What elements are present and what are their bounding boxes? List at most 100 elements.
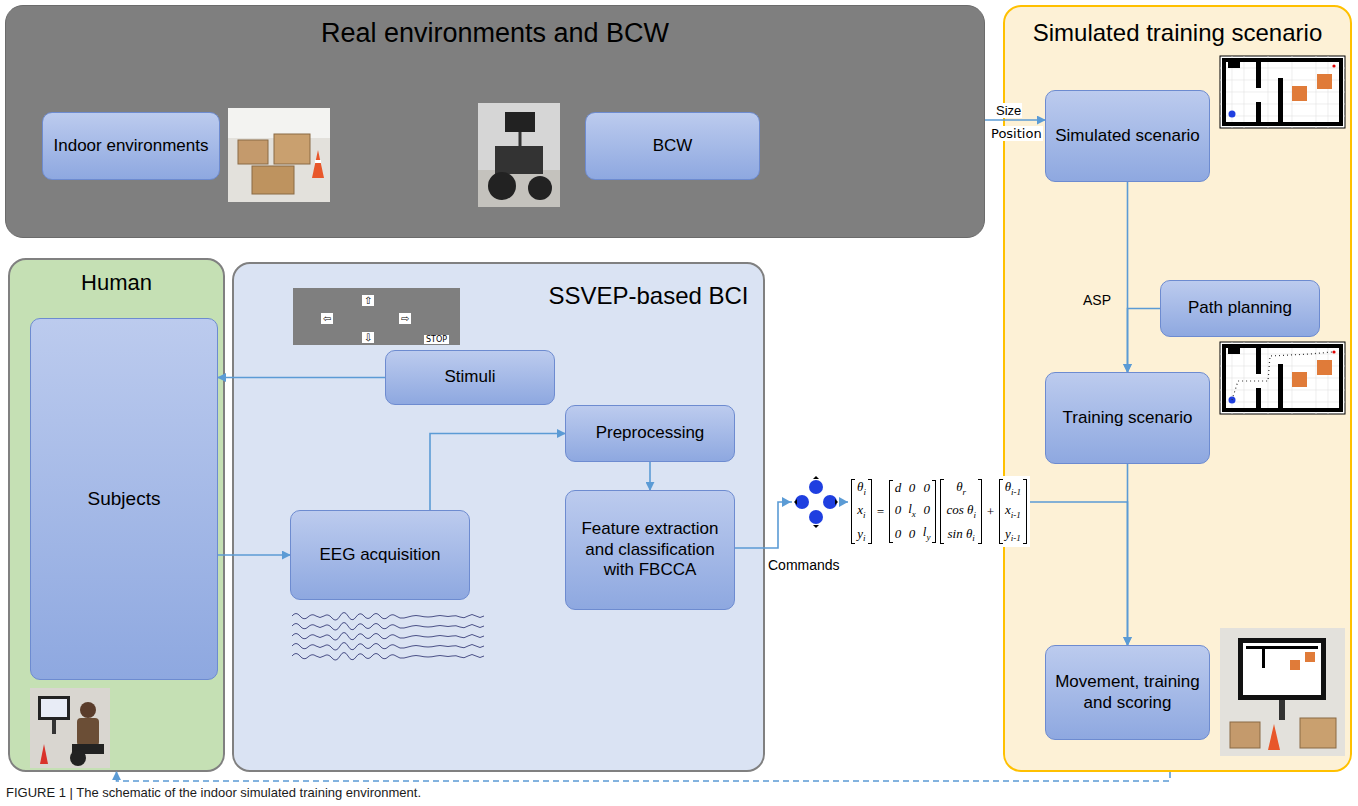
math-symbol: y	[857, 526, 863, 541]
process-box: Subjects	[30, 318, 218, 680]
edge-label: ASP	[1083, 292, 1111, 308]
matrix-entry: yi	[857, 526, 865, 544]
panel-heading: Human	[8, 270, 225, 296]
group-panel: HumanSubjects	[8, 258, 225, 772]
math-subscript: i	[973, 510, 976, 520]
panel-heading: Real environments and BCW	[5, 17, 985, 49]
matrix-entry: d	[895, 480, 902, 496]
column-vector: θixiyi	[851, 479, 872, 544]
math-subscript: i	[863, 533, 866, 543]
edge-note: Position	[990, 126, 1043, 141]
math-symbol: x	[1005, 502, 1011, 517]
math-symbol: θ	[956, 479, 962, 494]
math-subscript: i	[863, 487, 866, 497]
group-panel: SSVEP-based BCI StimuliPreprocessingEEG a…	[232, 262, 765, 772]
matrix-entry: yi-1	[1005, 526, 1021, 544]
math-operator: +	[986, 504, 995, 520]
box-text: BCW	[653, 136, 693, 156]
box-text: Stimuli	[444, 367, 495, 387]
direction-arrow	[813, 525, 819, 528]
math-subscript: r	[963, 487, 967, 497]
math-subscript: i	[863, 510, 866, 520]
box-text: Feature extraction and classification wi…	[574, 519, 726, 580]
math-operator: =	[876, 504, 885, 520]
stimulus-symbol: ⇦	[321, 313, 333, 324]
matrix-entry: xi	[857, 502, 865, 520]
label-holder: Position	[990, 124, 1043, 142]
matrix-entry: θi	[857, 479, 866, 497]
direction-icon	[792, 475, 840, 530]
stimulus-symbol: ⇨	[399, 313, 411, 324]
label-holder: STOP	[424, 328, 449, 346]
process-box: Path planning	[1160, 280, 1320, 337]
panel-heading: SSVEP-based BCI	[532, 282, 765, 311]
matrix-entry: xi-1	[1005, 502, 1021, 520]
math-symbol: 0	[909, 526, 916, 541]
edge-label-holder: Size	[995, 101, 1022, 119]
math-symbol: l	[923, 524, 927, 539]
group-panel: Real environments and BCW Indoor environm…	[5, 5, 985, 238]
label-holder: ⇦	[321, 308, 333, 326]
connector-arrow	[117, 772, 1171, 781]
motion-equation: θixiyi=d000lx000lyθrcos θisin θi+θi-1xi-…	[848, 476, 1030, 547]
math-symbol: cos θ	[946, 502, 973, 517]
group-panel: Simulated training scenarioSimulated sce…	[1003, 5, 1352, 772]
math-symbol: 0	[923, 480, 930, 495]
figure-caption: FIGURE 1 | The schematic of the indoor s…	[6, 786, 1358, 801]
matrix: d000lx000ly	[889, 480, 937, 542]
stimulus-symbol: ⇧	[362, 295, 374, 306]
matrix-entry: 0	[909, 526, 916, 542]
matrix-entry: ly	[923, 524, 931, 542]
label-holder: ⇨	[399, 308, 411, 326]
direction-arrow	[794, 499, 797, 505]
matrix-entry: 0	[923, 480, 930, 496]
process-box: Training scenario	[1045, 372, 1210, 464]
direction-dot	[809, 510, 823, 524]
arrow-head	[839, 497, 848, 507]
math-subscript: i-1	[1011, 533, 1021, 543]
math-symbol: θ	[857, 479, 863, 494]
math-symbol: 0	[895, 502, 902, 517]
column-vector: θi-1xi-1yi-1	[999, 479, 1027, 544]
matrix-entry: cos θi	[946, 502, 975, 520]
matrix-entry: 0	[909, 480, 916, 496]
direction-dot	[795, 495, 809, 509]
matrix-entry: 0	[895, 502, 902, 518]
box-text: Preprocessing	[596, 423, 705, 443]
math-symbol: d	[895, 480, 902, 495]
label-holder: ⇩	[362, 327, 374, 345]
box-text: Indoor environments	[54, 136, 209, 156]
process-box: Preprocessing	[565, 405, 735, 462]
label-holder: ⇧	[362, 290, 374, 308]
math-subscript: i	[972, 533, 975, 543]
box-text: Simulated scenario	[1055, 126, 1200, 146]
box-text: Movement, training and scoring	[1054, 672, 1201, 713]
matrix-entry: 0	[923, 502, 930, 518]
process-box: Indoor environments	[42, 112, 220, 180]
math-subscript: y	[926, 532, 930, 542]
math-subscript: i-1	[1011, 487, 1021, 497]
direction-dot	[809, 480, 823, 494]
process-box: Stimuli	[385, 350, 555, 405]
edge-label-holder: ASP	[1083, 291, 1111, 309]
math-subscript: i-1	[1011, 510, 1021, 520]
direction-arrow	[835, 499, 838, 505]
math-symbol: θ	[1005, 479, 1011, 494]
math-symbol: 0	[895, 526, 902, 541]
column-vector: θrcos θisin θi	[940, 479, 981, 544]
math-symbol: 0	[909, 480, 916, 495]
math-symbol: 0	[923, 502, 930, 517]
matrix-entry: sin θi	[948, 526, 975, 544]
box-text: EEG acquisition	[320, 545, 441, 565]
process-box: EEG acquisition	[290, 510, 470, 600]
direction-dot	[823, 495, 837, 509]
edge-label: Commands	[768, 557, 840, 573]
stimulus-symbol: ⇩	[362, 332, 374, 343]
matrix-entry: 0	[895, 526, 902, 542]
process-box: Feature extraction and classification wi…	[565, 490, 735, 610]
edge-label-holder: Commands	[768, 556, 840, 574]
math-symbol: l	[908, 501, 912, 516]
matrix-entry: θi-1	[1005, 479, 1021, 497]
stimulus-symbol: STOP	[424, 335, 449, 344]
